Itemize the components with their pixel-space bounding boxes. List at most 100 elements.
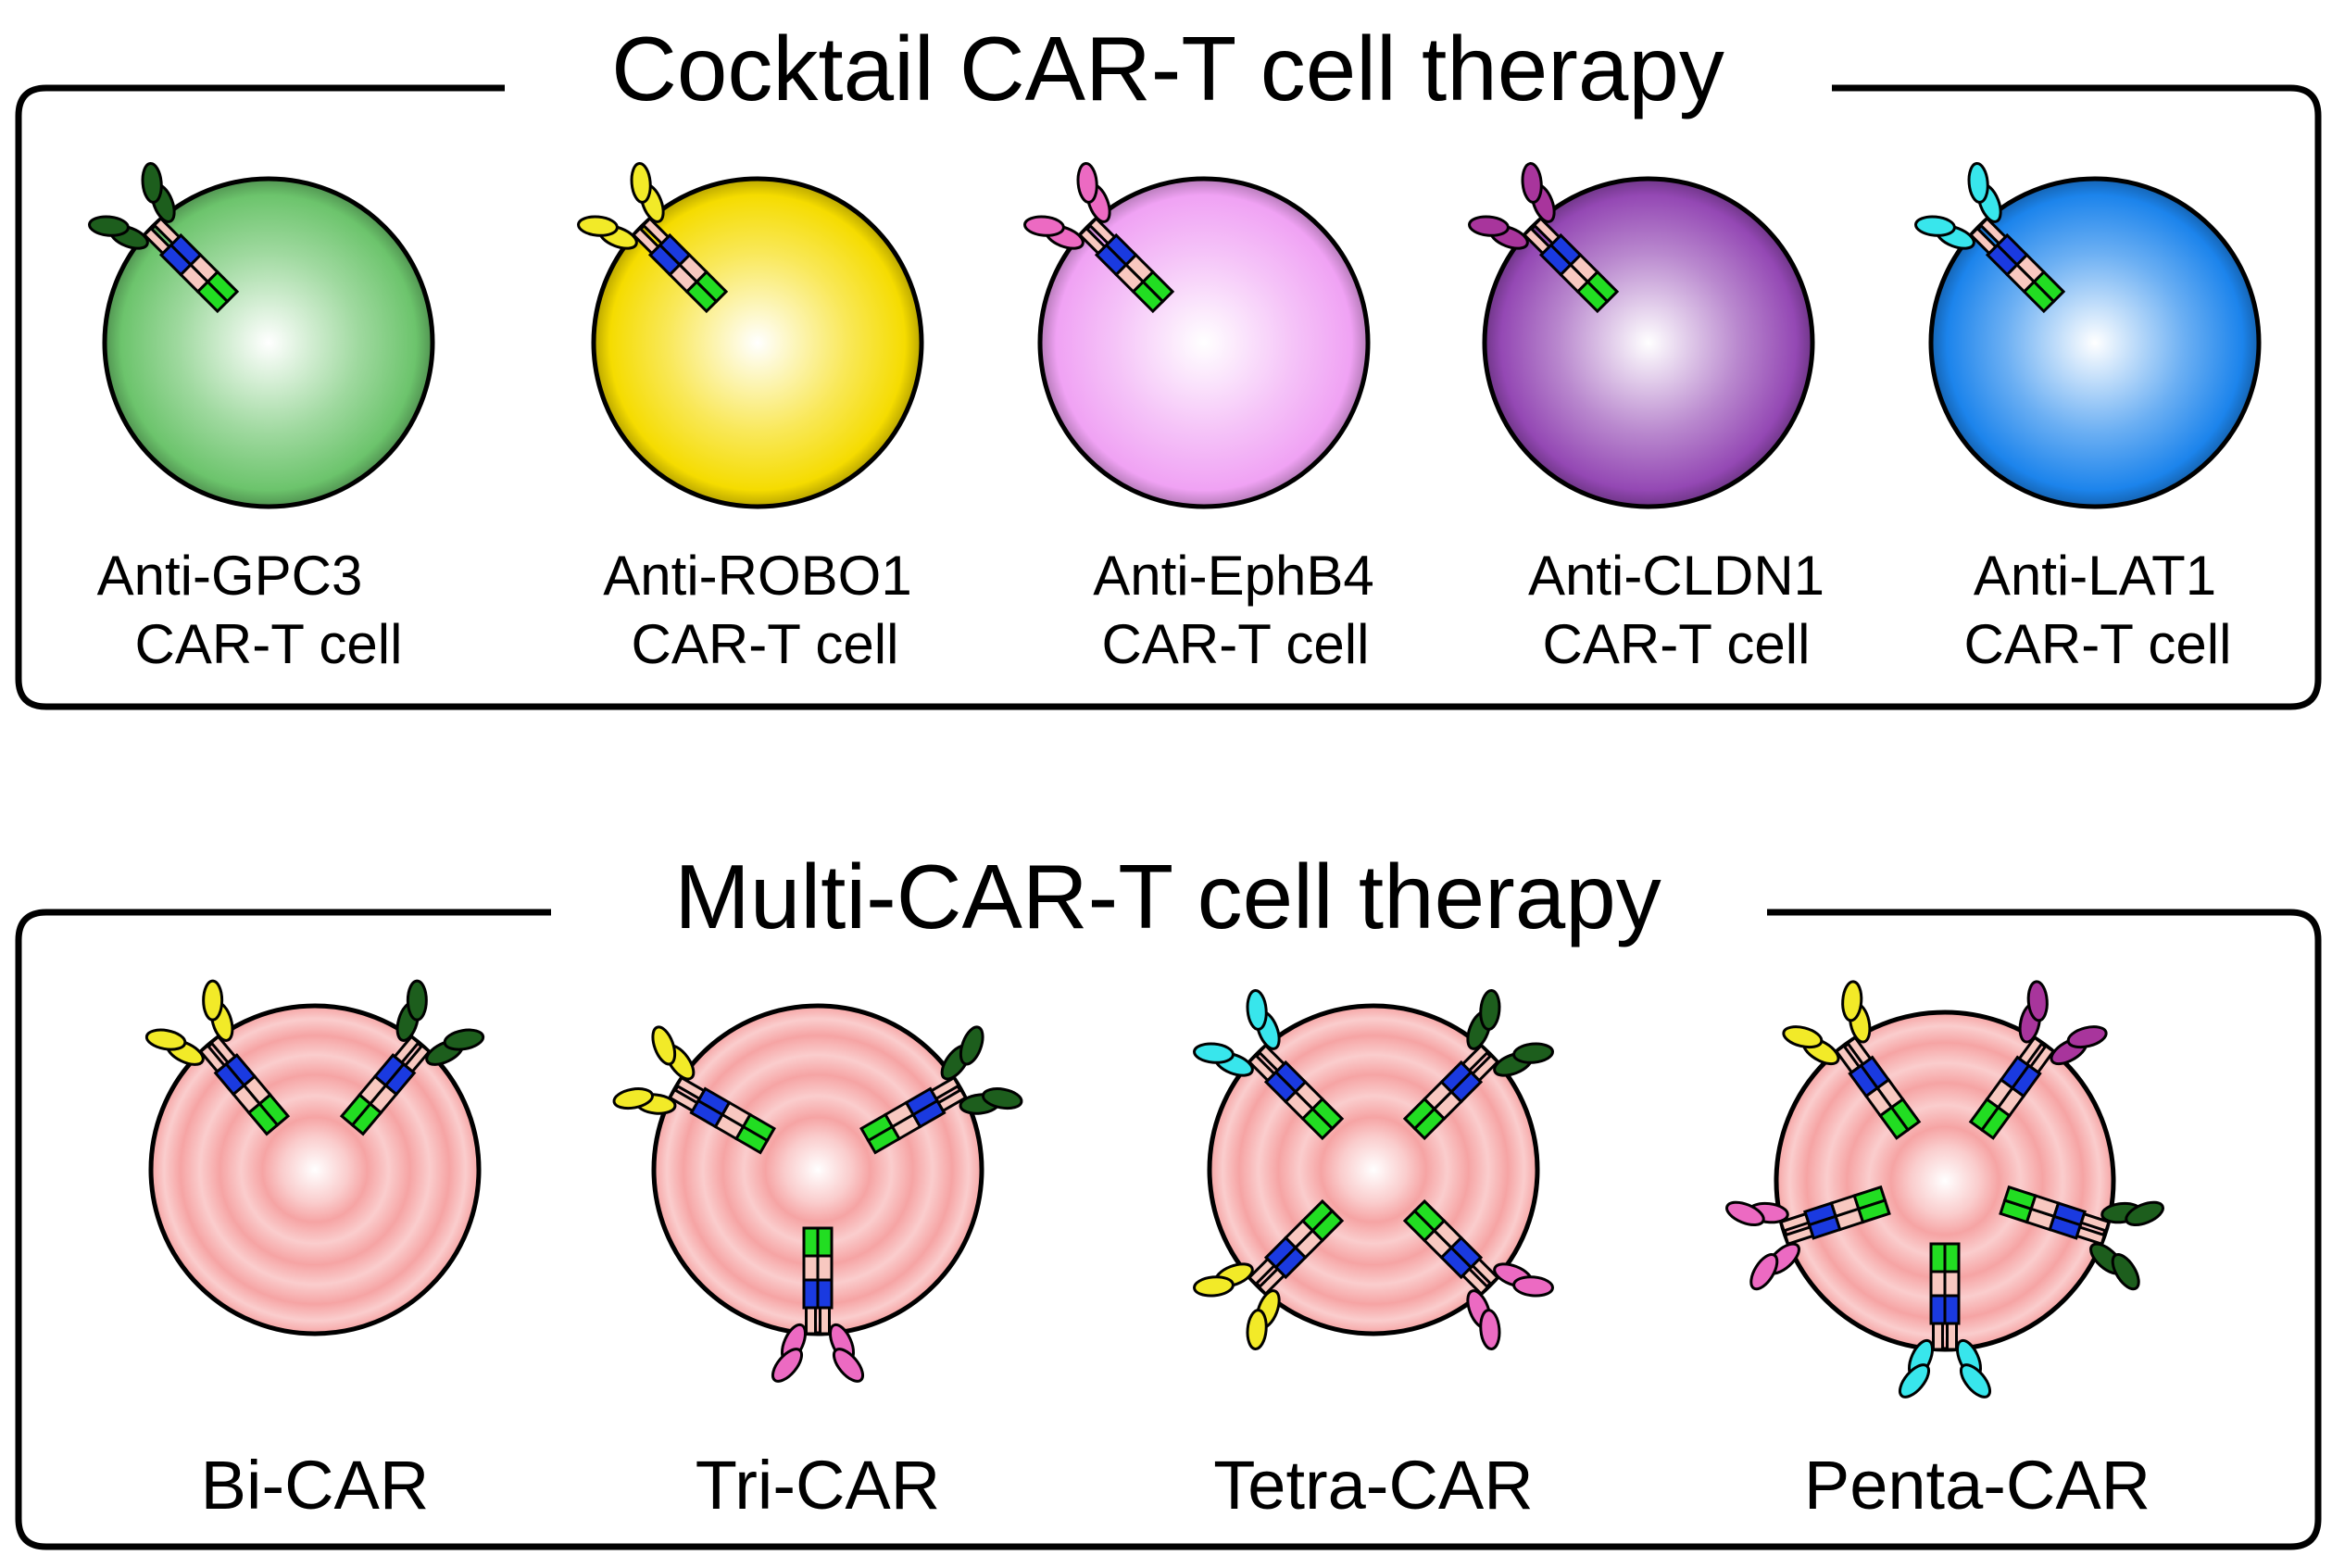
transmembrane-domain xyxy=(1943,1294,1961,1325)
cell-body xyxy=(591,176,924,509)
stalk xyxy=(1077,226,1107,256)
scfv-domain xyxy=(406,979,428,1022)
stalk xyxy=(2017,1035,2045,1067)
scfv-domain xyxy=(1023,215,1065,237)
scfv-domain xyxy=(1959,1363,1992,1399)
hinge-domain xyxy=(1929,1270,1947,1298)
car-receptor xyxy=(612,1025,776,1155)
car-receptor xyxy=(1968,980,2108,1140)
cell-label-line2: CAR-T cell xyxy=(632,613,899,675)
scfv-domain xyxy=(630,162,652,204)
stalk xyxy=(1471,1053,1500,1083)
scfv-domain xyxy=(1246,989,1268,1031)
stalk xyxy=(1522,226,1551,256)
scfv-domain xyxy=(771,1348,804,1383)
stalk xyxy=(1968,226,1998,256)
stalk xyxy=(1257,1267,1286,1297)
scfv-domain xyxy=(2125,1200,2164,1227)
cocktail-cells xyxy=(88,162,2262,509)
scfv-domain xyxy=(1898,1363,1931,1399)
cell-label-line1: Anti-EphB4 xyxy=(1093,545,1374,607)
scfv-domain xyxy=(1193,1042,1235,1064)
scfv-domain xyxy=(1512,1275,1554,1298)
cocktail-labels: Anti-GPC3 CAR-T cell Anti-ROBO1 CAR-T ce… xyxy=(97,545,2232,675)
transmembrane-domain xyxy=(802,1278,820,1310)
car-receptor xyxy=(144,979,291,1136)
scfv-domain xyxy=(959,1025,984,1066)
scfv-domain xyxy=(981,1087,1023,1110)
stalk xyxy=(1834,1044,1862,1074)
car-receptor xyxy=(1193,989,1345,1141)
multi-label-bi: Bi-CAR xyxy=(201,1447,430,1524)
stalk xyxy=(198,1043,227,1074)
cell-body xyxy=(1482,176,1815,509)
cell-label-gpc3: Anti-GPC3 CAR-T cell xyxy=(97,545,403,675)
cell-label-line2: CAR-T cell xyxy=(1543,613,1811,675)
stalk xyxy=(2075,1225,2107,1247)
cocktail-cell-lat1 xyxy=(1914,162,2262,509)
multi-cell-bi xyxy=(144,979,485,1336)
cell-body xyxy=(1928,176,2262,509)
stalk xyxy=(2079,1211,2111,1233)
multi-panel-border xyxy=(15,909,2322,1550)
scfv-domain xyxy=(144,1028,187,1051)
car-receptor xyxy=(1402,989,1554,1141)
cell-body xyxy=(102,176,435,509)
multi-cells xyxy=(144,979,2164,1399)
stalk xyxy=(2028,1044,2056,1074)
scfv-domain xyxy=(88,215,130,237)
stalk xyxy=(1946,1322,1958,1351)
cocktail-panel-border xyxy=(15,84,2322,710)
stalk xyxy=(819,1306,831,1336)
stalk xyxy=(1461,1043,1490,1073)
stalk xyxy=(1247,1053,1276,1083)
hinge-domain xyxy=(1943,1270,1961,1298)
stalk xyxy=(668,1087,699,1113)
multi-label-tetra: Tetra-CAR xyxy=(1213,1447,1533,1524)
scfv-domain xyxy=(1246,1309,1268,1350)
multi-title: Multi-CAR-T cell therapy xyxy=(674,846,1661,947)
scfv-domain xyxy=(577,215,619,237)
cell-label-line1: Anti-ROBO1 xyxy=(603,545,911,607)
car-receptor xyxy=(1468,162,1620,314)
stalk xyxy=(1783,1225,1815,1247)
scfv-domain xyxy=(1521,162,1543,204)
stalk xyxy=(1461,1267,1490,1297)
cocktail-cell-gpc3 xyxy=(88,162,435,509)
scfv-domain xyxy=(832,1348,865,1383)
car-receptor xyxy=(1999,1185,2164,1291)
car-receptor xyxy=(1914,162,2066,314)
stalk xyxy=(631,226,660,256)
cell-label-line1: Anti-LAT1 xyxy=(1974,545,2216,607)
scfv-domain xyxy=(1782,1025,1824,1049)
multi-cell-tetra xyxy=(1193,989,1554,1350)
stalk xyxy=(142,226,171,256)
stalk xyxy=(1247,1257,1276,1286)
signaling-domain xyxy=(816,1226,834,1258)
stalk xyxy=(1779,1211,1811,1233)
stalk xyxy=(1978,216,2008,245)
cell-label-line2: CAR-T cell xyxy=(135,613,403,675)
cell-body xyxy=(1774,1010,2116,1352)
car-receptor xyxy=(339,979,485,1136)
car-receptor xyxy=(1782,980,1922,1140)
cell-body xyxy=(651,1003,984,1336)
multi-cell-tri xyxy=(612,1003,1023,1383)
signaling-domain xyxy=(1943,1242,1961,1273)
car-receptor xyxy=(577,162,729,314)
cell-label-line1: Anti-GPC3 xyxy=(97,545,363,607)
transmembrane-domain xyxy=(816,1278,834,1310)
scfv-domain xyxy=(443,1028,485,1051)
stalk xyxy=(1845,1035,1873,1067)
cocktail-panel: Cocktail CAR-T cell therapy Anti-GPC3 CA… xyxy=(15,18,2322,710)
scfv-domain xyxy=(1841,980,1863,1022)
scfv-domain xyxy=(2066,1025,2108,1049)
car-receptor xyxy=(1023,162,1175,314)
cocktail-cell-ephb4 xyxy=(1023,162,1371,509)
stalk xyxy=(393,1035,420,1065)
stalk xyxy=(674,1075,707,1101)
stalk xyxy=(929,1075,961,1101)
scfv-domain xyxy=(2111,1253,2140,1291)
multi-cell-penta xyxy=(1725,980,2164,1399)
